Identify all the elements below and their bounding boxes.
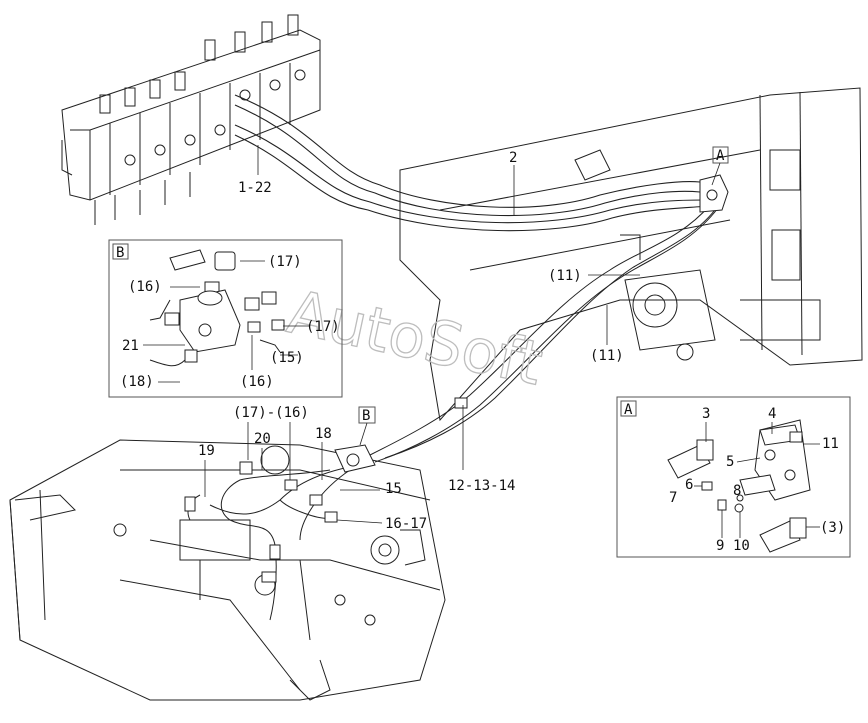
- callout-19: 19: [198, 443, 215, 459]
- detail-a-3: 3: [702, 406, 710, 422]
- detail-b-tag: B: [116, 245, 124, 261]
- detail-a-11: 11: [822, 436, 839, 452]
- callout-2: 2: [509, 150, 517, 166]
- callout-18: 18: [315, 426, 332, 442]
- detail-a-10: 10: [733, 538, 750, 554]
- callout-a-box: [712, 146, 729, 164]
- callout-11-b: (11): [590, 348, 624, 364]
- callout-a: A: [716, 148, 725, 164]
- detail-a-9: 9: [716, 538, 724, 554]
- main-callouts: 1-22 2 A (11) (11) 12-13-14 B (17)-(16) …: [198, 145, 729, 532]
- hose-lines: [187, 94, 723, 621]
- detail-a-6: 6: [685, 477, 693, 493]
- detail-b-panel: B (17) (16) (17) 21 (15) (18) (16): [108, 239, 343, 398]
- callout-17-16: (17)-(16): [233, 405, 309, 421]
- detail-b-17a: (17): [268, 254, 302, 270]
- detail-a-4: 4: [768, 406, 776, 422]
- callout-12-13-14: 12-13-14: [448, 478, 515, 494]
- detail-a-panel: A 3 4 11 5 6 7 8 9 10 (3): [616, 396, 851, 558]
- hose-fittings: [184, 174, 729, 583]
- detail-a-5: 5: [726, 454, 734, 470]
- callout-20: 20: [254, 431, 271, 447]
- detail-a-tag: A: [624, 402, 633, 418]
- control-valve-bank: [61, 14, 321, 225]
- detail-b-21: 21: [122, 338, 139, 354]
- callout-1-22: 1-22: [238, 180, 272, 196]
- callout-16-17: 16-17: [385, 516, 427, 532]
- callout-11-a: (11): [548, 268, 582, 284]
- watermark: AutoSoft: [282, 277, 549, 399]
- detail-a-7: 7: [669, 490, 677, 506]
- detail-b-16b: (16): [240, 374, 274, 390]
- callout-15: 15: [385, 481, 402, 497]
- boom-frame: [399, 87, 863, 422]
- detail-b-18: (18): [120, 374, 154, 390]
- detail-b-15: (15): [270, 350, 304, 366]
- detail-a-3b: (3): [820, 520, 845, 536]
- callout-b: B: [362, 408, 370, 424]
- detail-b-17b: (17): [306, 319, 340, 335]
- detail-b-16a: (16): [128, 279, 162, 295]
- chassis: [9, 439, 446, 701]
- detail-a-8: 8: [733, 483, 741, 499]
